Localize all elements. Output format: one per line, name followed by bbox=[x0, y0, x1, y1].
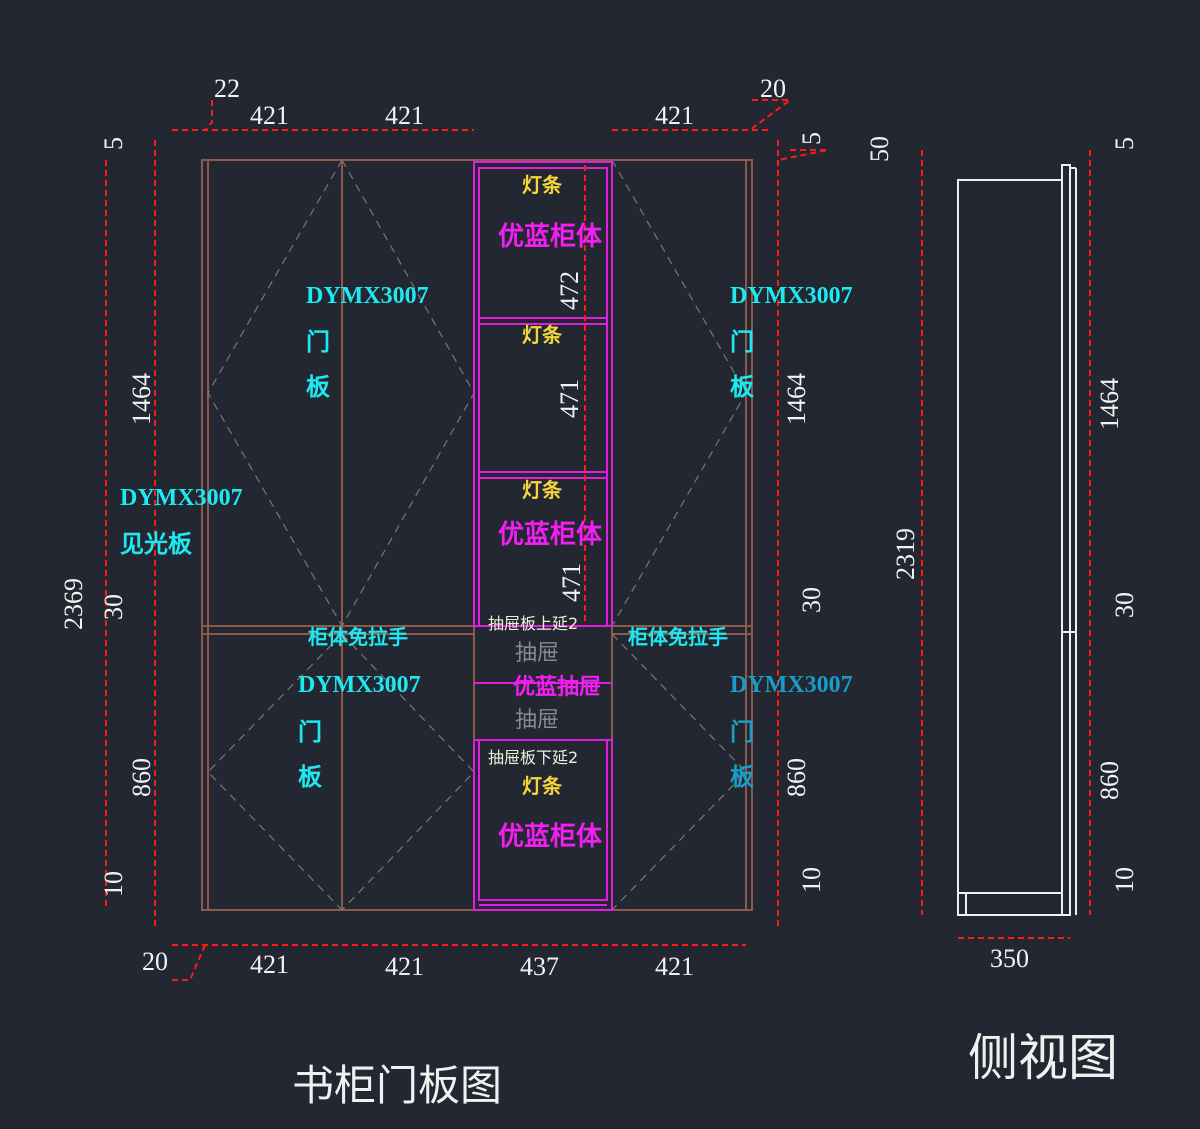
light-strip-3: 灯条 bbox=[522, 478, 563, 502]
dim-left-top: 5 bbox=[99, 137, 128, 150]
dim-side-right-bottom: 10 bbox=[1110, 867, 1139, 893]
dim-shelf-2: 471 bbox=[555, 379, 584, 418]
dim-side-right-lower: 860 bbox=[1095, 761, 1124, 800]
side-view bbox=[957, 164, 1077, 916]
dim-bottom-2: 421 bbox=[385, 952, 424, 981]
dim-top-4: 421 bbox=[655, 101, 694, 130]
dim-top-left-offset: 22 bbox=[214, 74, 240, 103]
door-code-lower-right: DYMX3007 bbox=[730, 672, 853, 698]
dim-left-bottom: 10 bbox=[99, 871, 128, 897]
dim-bottom-left-offset: 20 bbox=[142, 947, 168, 976]
dim-top-1: 421 bbox=[250, 101, 289, 130]
board-label: 板 bbox=[730, 764, 755, 791]
dim-left-upper: 1464 bbox=[127, 373, 156, 425]
dim-bottom-1: 421 bbox=[250, 950, 289, 979]
cabinet-outline bbox=[201, 159, 753, 911]
dim-side-right-top: 5 bbox=[1110, 137, 1139, 150]
front-view-title: 书柜门板图 bbox=[292, 1061, 502, 1110]
drawer-extend-down: 抽屉板下延2 bbox=[488, 748, 578, 767]
drawer-extend-up: 抽屉板上延2 bbox=[488, 614, 578, 633]
light-strip-4: 灯条 bbox=[522, 774, 563, 798]
dim-side-right-upper: 1464 bbox=[1095, 378, 1124, 430]
light-strip-1: 灯条 bbox=[522, 173, 563, 197]
front-view bbox=[201, 159, 753, 911]
door-label: 门 bbox=[730, 718, 754, 746]
dim-bottom-3: 437 bbox=[520, 952, 559, 981]
dim-top-right-offset: 20 bbox=[760, 74, 786, 103]
door-code-upper-right: DYMX3007 bbox=[730, 283, 853, 309]
board-label: 板 bbox=[730, 374, 755, 401]
dim-top-2: 421 bbox=[385, 101, 424, 130]
handleless-right: 柜体免拉手 bbox=[628, 625, 728, 649]
drawer-body: 优蓝抽屉 bbox=[513, 674, 601, 700]
door-label: 门 bbox=[306, 328, 330, 356]
dim-right-rail: 30 bbox=[797, 587, 826, 613]
dim-side-total: 2319 bbox=[891, 528, 920, 580]
cabinet-body-2: 优蓝柜体 bbox=[498, 520, 603, 550]
drawer-1: 抽屉 bbox=[515, 641, 559, 666]
side-panel-code: DYMX3007 bbox=[120, 485, 243, 511]
drawer-2: 抽屉 bbox=[515, 708, 559, 733]
light-strip-2: 灯条 bbox=[522, 323, 563, 347]
dim-right-lower: 860 bbox=[782, 758, 811, 797]
door-label: 门 bbox=[730, 328, 754, 356]
cabinet-body-1: 优蓝柜体 bbox=[498, 222, 603, 252]
visible-panel-label: 见光板 bbox=[120, 531, 193, 558]
door-label: 门 bbox=[298, 718, 322, 746]
side-view-title: 侧视图 bbox=[968, 1029, 1118, 1087]
dim-top-right-small: 5 bbox=[797, 132, 826, 145]
dim-left-rail: 30 bbox=[99, 594, 128, 620]
dim-right-upper: 1464 bbox=[782, 373, 811, 425]
door-code-lower-left: DYMX3007 bbox=[298, 672, 421, 698]
dim-shelf-1: 472 bbox=[555, 271, 584, 310]
dim-side-right-rail: 30 bbox=[1110, 592, 1139, 618]
handleless-left: 柜体免拉手 bbox=[308, 625, 408, 649]
dim-side-depth: 350 bbox=[990, 944, 1029, 973]
dim-bottom-4: 421 bbox=[655, 952, 694, 981]
cabinet-body-3: 优蓝柜体 bbox=[498, 822, 603, 852]
dim-shelf-3: 471 bbox=[557, 563, 586, 602]
dim-left-lower: 860 bbox=[127, 758, 156, 797]
dim-side-top: 50 bbox=[865, 136, 894, 162]
dim-right-bottom: 10 bbox=[797, 867, 826, 893]
board-label: 板 bbox=[306, 374, 331, 401]
dimension-lines bbox=[105, 99, 1091, 981]
board-label: 板 bbox=[298, 764, 323, 791]
door-code-upper-left: DYMX3007 bbox=[306, 283, 429, 309]
dim-left-total: 2369 bbox=[59, 578, 88, 630]
